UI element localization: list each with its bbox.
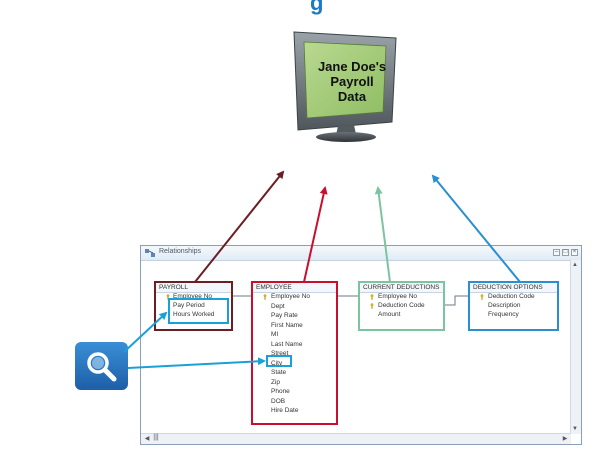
payroll-table[interactable]: PAYROLL Employee No Pay Period Hours Wor… [154, 281, 233, 331]
search-button[interactable] [75, 342, 128, 390]
key-icon [370, 303, 374, 309]
city-field-highlight [266, 355, 292, 367]
field-frequency: Frequency [488, 311, 519, 318]
key-icon [370, 294, 374, 300]
relationships-icon [145, 249, 155, 257]
monitor-screen-text: Jane Doe's Payroll Data [312, 59, 392, 104]
scroll-down-icon[interactable]: ▼ [572, 426, 578, 432]
minimize-button[interactable]: – [553, 249, 560, 256]
screen-line-2: Payroll [330, 74, 374, 89]
field-state: State [271, 369, 287, 376]
field-phone: Phone [271, 388, 290, 395]
deduction-options-table[interactable]: DEDUCTION OPTIONS Deduction Code Descrip… [468, 281, 559, 331]
field-zip: Zip [271, 378, 281, 386]
pointer-to-city-field [127, 357, 266, 369]
pointer-to-payroll-fields [123, 311, 168, 353]
deduction-options-table-header: DEDUCTION OPTIONS [470, 283, 557, 293]
monitor-icon [293, 31, 397, 142]
field-first-name: First Name [271, 321, 303, 329]
employee-table-header: EMPLOYEE [253, 283, 336, 293]
employee-table[interactable]: EMPLOYEE Employee No Dept Pay Rate First… [251, 281, 338, 425]
window-title: Relationships [159, 248, 202, 255]
current-deductions-table[interactable]: CURRENT DEDUCTIONS Employee No Deduction… [358, 281, 445, 331]
payroll-table-header: PAYROLL [156, 283, 231, 293]
scroll-right-icon[interactable]: ▶ [562, 436, 568, 442]
screen-line-1: Jane Doe's [317, 59, 387, 74]
join-current-options [445, 295, 468, 306]
window-titlebar: Relationships – □ × [141, 246, 581, 261]
payroll-fields-highlight [168, 298, 229, 324]
deduction-options-arrow [431, 174, 521, 283]
field-description: Description [488, 302, 521, 309]
field-amount: Amount [378, 311, 401, 318]
scroll-up-icon[interactable]: ▲ [572, 262, 578, 268]
field-dob: DOB [271, 397, 286, 405]
scroll-thumb[interactable]: ||| [153, 434, 159, 441]
maximize-button[interactable]: □ [562, 249, 569, 256]
key-icon [263, 294, 267, 300]
field-city: City [271, 359, 283, 367]
top-banner: g [0, 0, 609, 16]
screen-line-3: Data [337, 89, 367, 104]
field-pay-rate: Pay Rate [271, 312, 298, 319]
field-deduction-code: Deduction Code [488, 293, 535, 300]
key-icon [480, 294, 484, 300]
field-hire-date: Hire Date [271, 407, 299, 414]
field-street: Street [271, 350, 289, 357]
current-deductions-table-header: CURRENT DEDUCTIONS [360, 283, 443, 293]
field-employee-no: Employee No [378, 293, 418, 300]
employee-arrow [303, 186, 328, 283]
field-dept: Dept [271, 302, 285, 310]
magnifier-icon [87, 352, 117, 382]
relationships-window: Relationships – □ × ▲ ▼ ◀ ||| ▶ [140, 245, 582, 445]
vertical-scrollbar[interactable]: ▲ ▼ [570, 260, 581, 434]
field-deduction-code: Deduction Code [378, 302, 425, 309]
field-hours-worked: Hours Worked [173, 311, 215, 318]
payroll-arrow [194, 170, 285, 283]
field-employee-no: Employee No [271, 293, 311, 300]
field-employee-no: Employee No [173, 293, 213, 300]
field-last-name: Last Name [271, 340, 303, 348]
horizontal-scrollbar[interactable]: ◀ ||| ▶ [141, 433, 571, 444]
close-button[interactable]: × [571, 249, 578, 256]
scroll-left-icon[interactable]: ◀ [144, 436, 150, 442]
banner-title: g [310, 0, 324, 15]
field-pay-period: Pay Period [173, 302, 205, 309]
current-deductions-arrow [374, 186, 391, 283]
field-mi: MI [271, 331, 279, 338]
